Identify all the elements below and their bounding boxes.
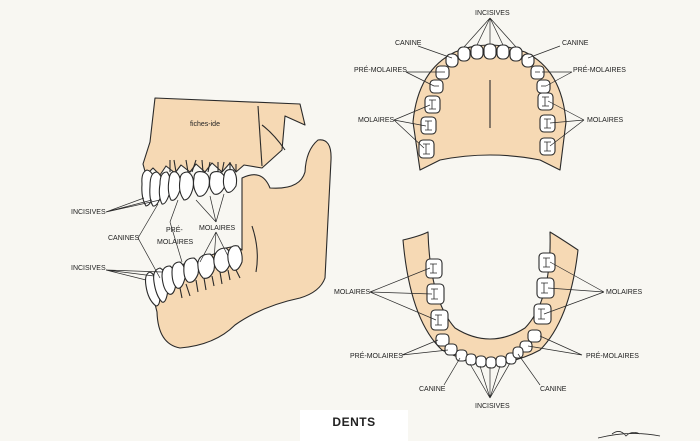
lower-label-premolaires-right: PRÉ-MOLAIRES (586, 351, 639, 360)
watermark: fiches-ide (190, 121, 220, 128)
upper-label-premolaires-left: PRÉ-MOLAIRES (354, 65, 407, 74)
lower-label-canine-right: CANINE (540, 386, 567, 393)
lower-label-premolaires-left: PRÉ-MOLAIRES (350, 351, 403, 360)
page-title: DENTS (332, 415, 376, 429)
side-label-molaires: MOLAIRES (199, 225, 236, 232)
upper-label-incisives: INCISIVES (475, 10, 510, 17)
lower-label-molaires-right: MOLAIRES (606, 289, 643, 296)
footer-title-box: DENTS (300, 410, 408, 441)
upper-arch-teeth (418, 43, 556, 159)
lower-arch-leaders (369, 261, 605, 399)
side-label-incisives-upper: INCISIVES (71, 209, 106, 216)
side-label-canines: CANINES (108, 235, 139, 242)
signature (597, 431, 661, 439)
upper-label-canine-left: CANINE (395, 40, 422, 47)
upper-label-molaires-right: MOLAIRES (587, 117, 624, 124)
mandible (150, 139, 332, 349)
upper-label-premolaires-right: PRÉ-MOLAIRES (573, 65, 626, 74)
side-view-jaw (141, 97, 332, 349)
upper-arch (412, 43, 567, 171)
side-label-premolaires-1: PRÉ- (166, 225, 183, 234)
lower-arch (402, 231, 579, 369)
upper-label-molaires-left: MOLAIRES (358, 117, 395, 124)
side-lower-teeth (144, 245, 243, 307)
upper-label-canine-right: CANINE (562, 40, 589, 47)
lower-label-molaires-left: MOLAIRES (334, 289, 371, 296)
upper-skull (142, 97, 306, 176)
upper-arch-leaders (393, 17, 585, 149)
side-label-premolaires-2: MOLAIRES (157, 239, 194, 246)
lower-label-incisives: INCISIVES (475, 403, 510, 410)
side-label-incisives-lower: INCISIVES (71, 265, 106, 272)
lower-label-canine-left: CANINE (419, 386, 446, 393)
side-view-leaders (105, 193, 229, 281)
side-upper-teeth (141, 159, 238, 207)
